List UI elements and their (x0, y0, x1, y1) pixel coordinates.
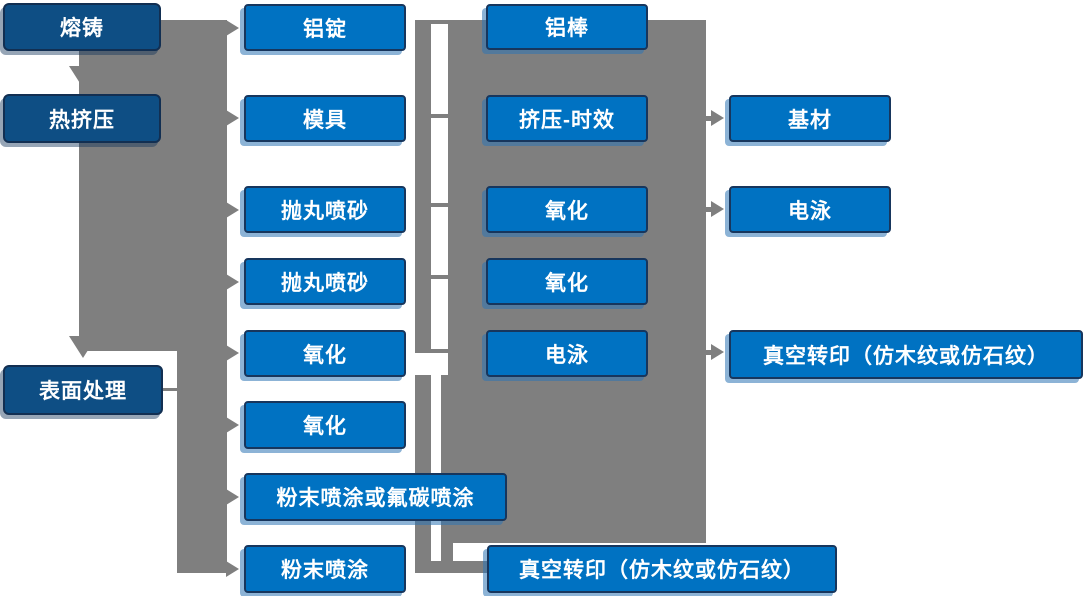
node-label: 电泳 (545, 343, 589, 367)
node-extrusion-aging: 挤压-时效 (486, 95, 648, 142)
connector-tick-row1 (431, 20, 448, 24)
connector-stub-base-material (703, 116, 712, 121)
node-electrophoresis-2: 电泳 (729, 186, 891, 233)
node-shot-blasting-1: 抛丸喷砂 (244, 186, 406, 233)
arrow-right-oxidation-2-icon (226, 417, 239, 433)
connector-lower-band (177, 351, 227, 573)
node-label: 铝锭 (303, 17, 347, 41)
node-label: 真空转印（仿木纹或仿石纹） (519, 559, 805, 582)
node-mold: 模具 (244, 95, 406, 142)
node-vacuum-transfer-print-1: 真空转印（仿木纹或仿石纹） (487, 545, 837, 593)
arrow-right-shot-blasting-1-icon (226, 202, 239, 218)
node-label: 热挤压 (49, 108, 115, 132)
connector-rail-upper (415, 20, 431, 353)
arrow-right-powder-coating-icon (226, 561, 239, 577)
node-label: 抛丸喷砂 (281, 199, 369, 223)
node-label: 氧化 (545, 271, 589, 295)
node-label: 氧化 (545, 199, 589, 223)
node-label: 真空转印（仿木纹或仿石纹） (763, 344, 1049, 368)
node-oxidation-2: 氧化 (244, 401, 406, 449)
node-powder-or-fluorocarbon-coating: 粉末喷涂或氟碳喷涂 (244, 473, 507, 521)
node-label: 挤压-时效 (519, 108, 615, 132)
connector-stub-electrophoresis (703, 207, 712, 212)
arrow-right-aluminum-ingot-icon (226, 20, 239, 36)
arrow-right-oxidation-1-icon (226, 345, 239, 361)
arrow-right-mold-icon (226, 110, 239, 126)
connector-tick-row3 (431, 203, 448, 207)
arrow-right-vacuum-transfer-icon (711, 344, 724, 360)
node-label: 铝棒 (545, 17, 589, 40)
node-label: 熔铸 (60, 17, 104, 40)
node-vacuum-transfer-print-2: 真空转印（仿木纹或仿石纹） (729, 330, 1083, 379)
node-label: 氧化 (303, 415, 347, 438)
node-label: 抛丸喷砂 (281, 271, 369, 295)
node-aluminum-ingot: 铝锭 (244, 4, 406, 51)
node-label: 表面处理 (39, 380, 127, 403)
node-label: 氧化 (303, 343, 347, 367)
node-oxidation-3: 氧化 (486, 186, 648, 233)
connector-tick-row4 (431, 275, 448, 279)
node-label: 模具 (303, 108, 347, 132)
arrow-down-to-hot-extrusion-icon (69, 66, 97, 88)
connector-stub-vacuum-transfer (703, 350, 712, 355)
node-label: 基材 (788, 108, 832, 132)
node-melting-casting: 熔铸 (3, 3, 161, 51)
node-electrophoresis-1: 电泳 (486, 330, 648, 377)
arrow-down-to-surface-treatment-icon (69, 336, 97, 358)
connector-main-band (79, 20, 227, 351)
node-surface-treatment: 表面处理 (3, 365, 163, 415)
arrow-right-powder-fluorocarbon-icon (226, 489, 239, 505)
node-label: 粉末喷涂 (281, 559, 369, 582)
node-label: 粉末喷涂或氟碳喷涂 (276, 487, 475, 510)
node-label: 电泳 (788, 199, 832, 223)
connector-surface-treatment-stub (160, 388, 178, 391)
arrow-right-shot-blasting-2-icon (226, 274, 239, 290)
arrow-right-electrophoresis-icon (711, 201, 724, 217)
node-base-material: 基材 (729, 95, 891, 142)
node-powder-coating: 粉末喷涂 (244, 545, 406, 593)
connector-bottom-to-vacuum-transfer (429, 561, 489, 573)
connector-tick-row5 (431, 349, 448, 353)
connector-tick-row2 (431, 114, 448, 118)
node-oxidation-4: 氧化 (486, 258, 648, 305)
arrow-right-base-material-icon (711, 110, 724, 126)
node-oxidation-1: 氧化 (244, 330, 406, 377)
node-hot-extrusion: 热挤压 (3, 94, 161, 143)
node-shot-blasting-2: 抛丸喷砂 (244, 258, 406, 305)
node-aluminum-rod: 铝棒 (486, 4, 648, 50)
